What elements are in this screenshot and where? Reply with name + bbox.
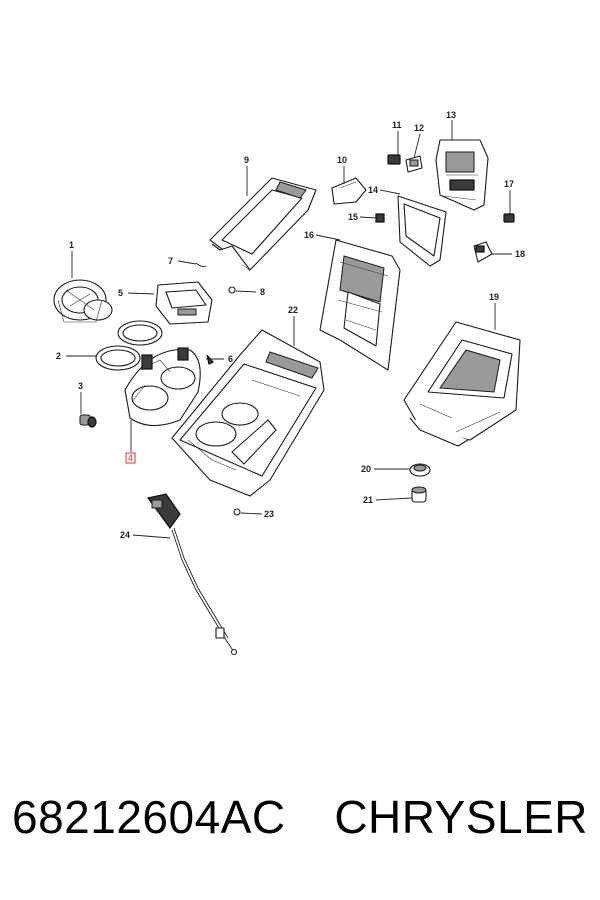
part-6-clip <box>206 354 214 365</box>
part-13-bezel <box>435 139 489 211</box>
callout-24: 24 <box>120 530 130 540</box>
callout-17: 17 <box>504 179 514 189</box>
callout-8: 8 <box>260 287 265 297</box>
part-11-switch <box>387 154 401 165</box>
part-20-knob <box>409 463 431 477</box>
part-22-main-console <box>171 329 325 497</box>
part-21-plug <box>411 486 427 503</box>
part-15-clip <box>375 213 385 223</box>
part-number-label: 68212604AC <box>12 791 286 843</box>
callout-4-highlight-box <box>125 452 136 464</box>
part-19-rear-console <box>403 321 521 447</box>
part-9-top-tray <box>209 177 317 271</box>
part-7-wire <box>195 262 207 268</box>
callout-22: 22 <box>288 305 298 315</box>
part-5-storage-bin <box>155 281 213 325</box>
part-1-cup-insert <box>53 279 113 323</box>
part-18-switch <box>473 241 493 263</box>
callout-18: 18 <box>515 249 525 259</box>
callout-11: 11 <box>392 120 402 130</box>
callout-4: 4 <box>128 453 133 463</box>
callout-20: 20 <box>361 464 371 474</box>
callout-3: 3 <box>78 381 83 391</box>
callout-13: 13 <box>446 110 456 120</box>
callout-14: 14 <box>368 185 378 195</box>
callout-19: 19 <box>489 292 499 302</box>
exploded-parts-diagram: 1 2 3 4 5 6 7 8 9 10 11 12 13 14 15 16 1… <box>53 110 525 656</box>
part-8-screw <box>228 286 236 294</box>
callout-21: 21 <box>363 495 373 505</box>
part-17-button <box>503 213 515 223</box>
part-12-switch-block <box>405 155 423 173</box>
brand-label: CHRYSLER <box>334 791 588 843</box>
part-2-cup-rings <box>95 320 163 371</box>
part-10-bracket <box>331 177 367 205</box>
callout-1: 1 <box>69 240 74 250</box>
part-16-trim-panel <box>319 239 401 371</box>
callout-12: 12 <box>414 123 424 133</box>
callout-16: 16 <box>304 230 314 240</box>
part-3-pin <box>79 414 97 428</box>
callout-6: 6 <box>228 354 233 364</box>
callout-5: 5 <box>118 288 123 298</box>
part-14-frame <box>397 195 447 267</box>
callout-labels: 1 2 3 4 5 6 7 8 9 10 11 12 13 14 15 16 1… <box>56 110 525 540</box>
callout-7: 7 <box>168 256 173 266</box>
part-4-cup-holder-assembly <box>124 347 201 427</box>
footer: 68212604AC CHRYSLER <box>0 790 600 870</box>
callout-23: 23 <box>264 509 274 519</box>
callout-9: 9 <box>244 155 249 165</box>
callout-10: 10 <box>337 155 347 165</box>
callout-15: 15 <box>348 212 358 222</box>
leader-lines <box>66 120 512 539</box>
callout-2: 2 <box>56 351 61 361</box>
part-24-shifter-cable <box>146 493 238 656</box>
part-23-bolt <box>233 508 241 516</box>
